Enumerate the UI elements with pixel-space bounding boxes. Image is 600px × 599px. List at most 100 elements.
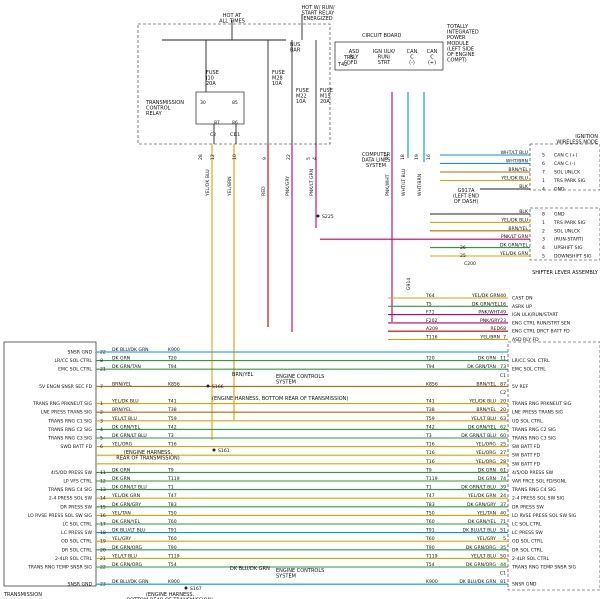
col-ign-label: IGN ULK/RUN/STRT [373, 49, 395, 66]
pcm-circuit-20: T60 [425, 519, 435, 525]
splice-dot-1 [212, 448, 216, 452]
tipm-pin-22: 22 [286, 154, 292, 160]
pcm-upper-circuit-3: F202 [426, 318, 437, 324]
tcm-label-14: 4/5/OD PRESS SW [51, 470, 93, 476]
tcm-label-1: LR/CC SOL CTRL [55, 358, 93, 364]
col-asd-label-line: RLY [350, 55, 360, 61]
vertical-wire-label-4: PNK/LT GRN [309, 169, 315, 196]
tcm-label-17: 2-4 PRESS SOL SW [49, 496, 93, 502]
tipm-pin-19: 19 [414, 154, 420, 160]
harness-color-15: DK GRN [112, 476, 130, 482]
transmission-relay-label-line: TRANSMISSION [145, 100, 184, 106]
pcm-color-23: DK GRN/ORG [466, 545, 497, 551]
pcm-circuit-19: T50 [425, 510, 435, 516]
tipm-pin-43: 43 [384, 154, 390, 160]
harness-circuit-15: T119 [167, 476, 180, 482]
wcm-color-1: WHT/BRN [506, 159, 528, 165]
pcm-pin-10: 60 [500, 433, 506, 439]
transmission-relay-box [195, 91, 245, 125]
pcm-color-18: DK GRN/GRY [467, 502, 496, 508]
fuse-m15-label-line: M15 [320, 94, 331, 100]
harness-color-6: YEL/DK BLU [111, 399, 139, 405]
pcm-label-27: SNSR GND [512, 582, 537, 588]
shifter-color-0: BLK [519, 209, 529, 215]
pcm-label-22: OD SOL CTRL [512, 539, 543, 545]
pcm-upper-color-5: YEL/BRN [479, 335, 500, 341]
harness-color-11: YEL/ORG [111, 442, 133, 448]
harness-color-8: YEL/LT BLU [111, 416, 137, 422]
pcm-color-8: YEL/LT BLU [470, 416, 496, 422]
circuit-board-box [334, 41, 444, 71]
tcm-pin-7: 2 [100, 410, 103, 416]
vertical-wire-label-3: PNK/GRY [285, 176, 291, 196]
fuse-m22-label-line: M22 [296, 94, 307, 100]
tipm-box [137, 23, 331, 145]
pcm-upper-label-5: ASD RLY FD [512, 337, 539, 343]
pcm-upper-color-1: DK GRN/YEL [472, 301, 500, 307]
wcm-label-0: CAN C (+) [554, 153, 578, 159]
pcm-pin-18: 37 [500, 502, 506, 508]
harness-color-14: DK GRN [112, 467, 130, 473]
tcm-label-23: DR SOL CTRL [61, 547, 92, 553]
tcm-pin-11: 6 [100, 444, 103, 450]
tcm-pin-16: 13 [100, 487, 106, 493]
wcm-color-4: BLK [519, 184, 529, 190]
pcm-color-24: YEL/LT BLU [470, 553, 496, 559]
harness-color-20: DK GRN/YEL [112, 519, 140, 525]
pcm-color-22: YEL/GRY [476, 536, 496, 542]
tipm-label-line: INTEGRATED [447, 30, 479, 36]
pcm-color-17: YEL/DK GRN [467, 493, 496, 499]
splice-S167: S167 [190, 586, 202, 592]
harness-color-25: DK GRN/ORG [112, 562, 143, 568]
wcm-color-2: BRN/YEL [508, 167, 528, 173]
col-can-plus-label-line: (+) [428, 60, 436, 66]
engine-harness-note-3: (ENGINE HARNESS,BOTTOM REAR OF TRANSMISS… [127, 592, 214, 599]
dk-blu-dk-grn-note-line: DK BLU/DK GRN [230, 566, 270, 572]
hot-run-start-label-line: HOT W/ RUN/ [301, 5, 334, 11]
harness-circuit-24: T119 [167, 553, 180, 559]
tcm-pin-14: 11 [100, 470, 106, 476]
ground-g917a-label-line: OF DASH) [454, 199, 479, 205]
harness-color-27: DK BLU/DK GRN [112, 579, 149, 585]
splice-dot-0 [316, 214, 320, 218]
fuse-m28-label-line: FUSE [272, 70, 285, 76]
harness-color-2: DK GRN/TAN [112, 364, 141, 370]
pcm-label-1: LR/CC SOL CTRL [512, 358, 550, 364]
wcm-label-3: TRS PARK SIG [553, 178, 586, 184]
wcm-pin-4: 4 [542, 187, 545, 193]
col-trs-label-line: FD [344, 61, 351, 67]
harness-circuit-22: T60 [167, 536, 177, 542]
tipm-label-line: TOTALLY [446, 24, 469, 30]
pcm-label-10: TRANS RNG C3 SIG [511, 436, 556, 442]
shifter-title-line: SHIFTER LEVER ASSEMBLY [532, 270, 599, 276]
pcm-label-18: DR PRESS SW [512, 504, 544, 510]
pcm-circuit-2: T94 [425, 364, 435, 370]
computer-data-lines-label-line: DATA LINES [362, 158, 391, 164]
col-can-minus-label-line: CAN [407, 49, 418, 55]
wireless-node-box [529, 143, 600, 191]
pcm-upper-label-3: ENG CTRL RUN/STRT SEN [512, 320, 570, 326]
engine-harness-note-3-line: (ENGINE HARNESS, [146, 592, 195, 598]
bus-bar-label-line: BUS [290, 42, 300, 48]
harness-circuit-16: T1 [167, 485, 174, 491]
pcm-circuit-15: T119 [425, 476, 438, 482]
pcm-circuit-23: T90 [425, 545, 435, 551]
shifter-label-5: DOWNSHIFT SIG [554, 254, 592, 260]
wcm-label-2: SOL UNLCK [554, 170, 581, 176]
pcm-pin-3: C1 [500, 373, 506, 379]
pcm-circuit-11: T16 [425, 442, 435, 448]
brn-yel-note: BRN/YEL [232, 372, 254, 378]
engine-harness-note-2-line: (ENGINE HARNESS, [124, 450, 173, 456]
tcm-label-8: TRANS RNG C1 SIG [47, 418, 92, 424]
tcm-label-4: 5V ENGN SNSR SEC FD [39, 384, 92, 390]
pcm-circuit-7: T38 [425, 407, 435, 413]
dk-blu-dk-grn-note: DK BLU/DK GRN [230, 566, 270, 572]
pcm-label-13: SW BATT FD [512, 461, 540, 467]
tipm-pin-10: 10 [232, 154, 238, 160]
pcm-pin-24: 50 [500, 553, 506, 559]
tcm-label-16: TRANS RNG C4 SIG [47, 487, 92, 493]
pcm-upper-color-2: PNK/WHT [478, 310, 500, 316]
pcm-pin-15: 74 [500, 476, 506, 482]
